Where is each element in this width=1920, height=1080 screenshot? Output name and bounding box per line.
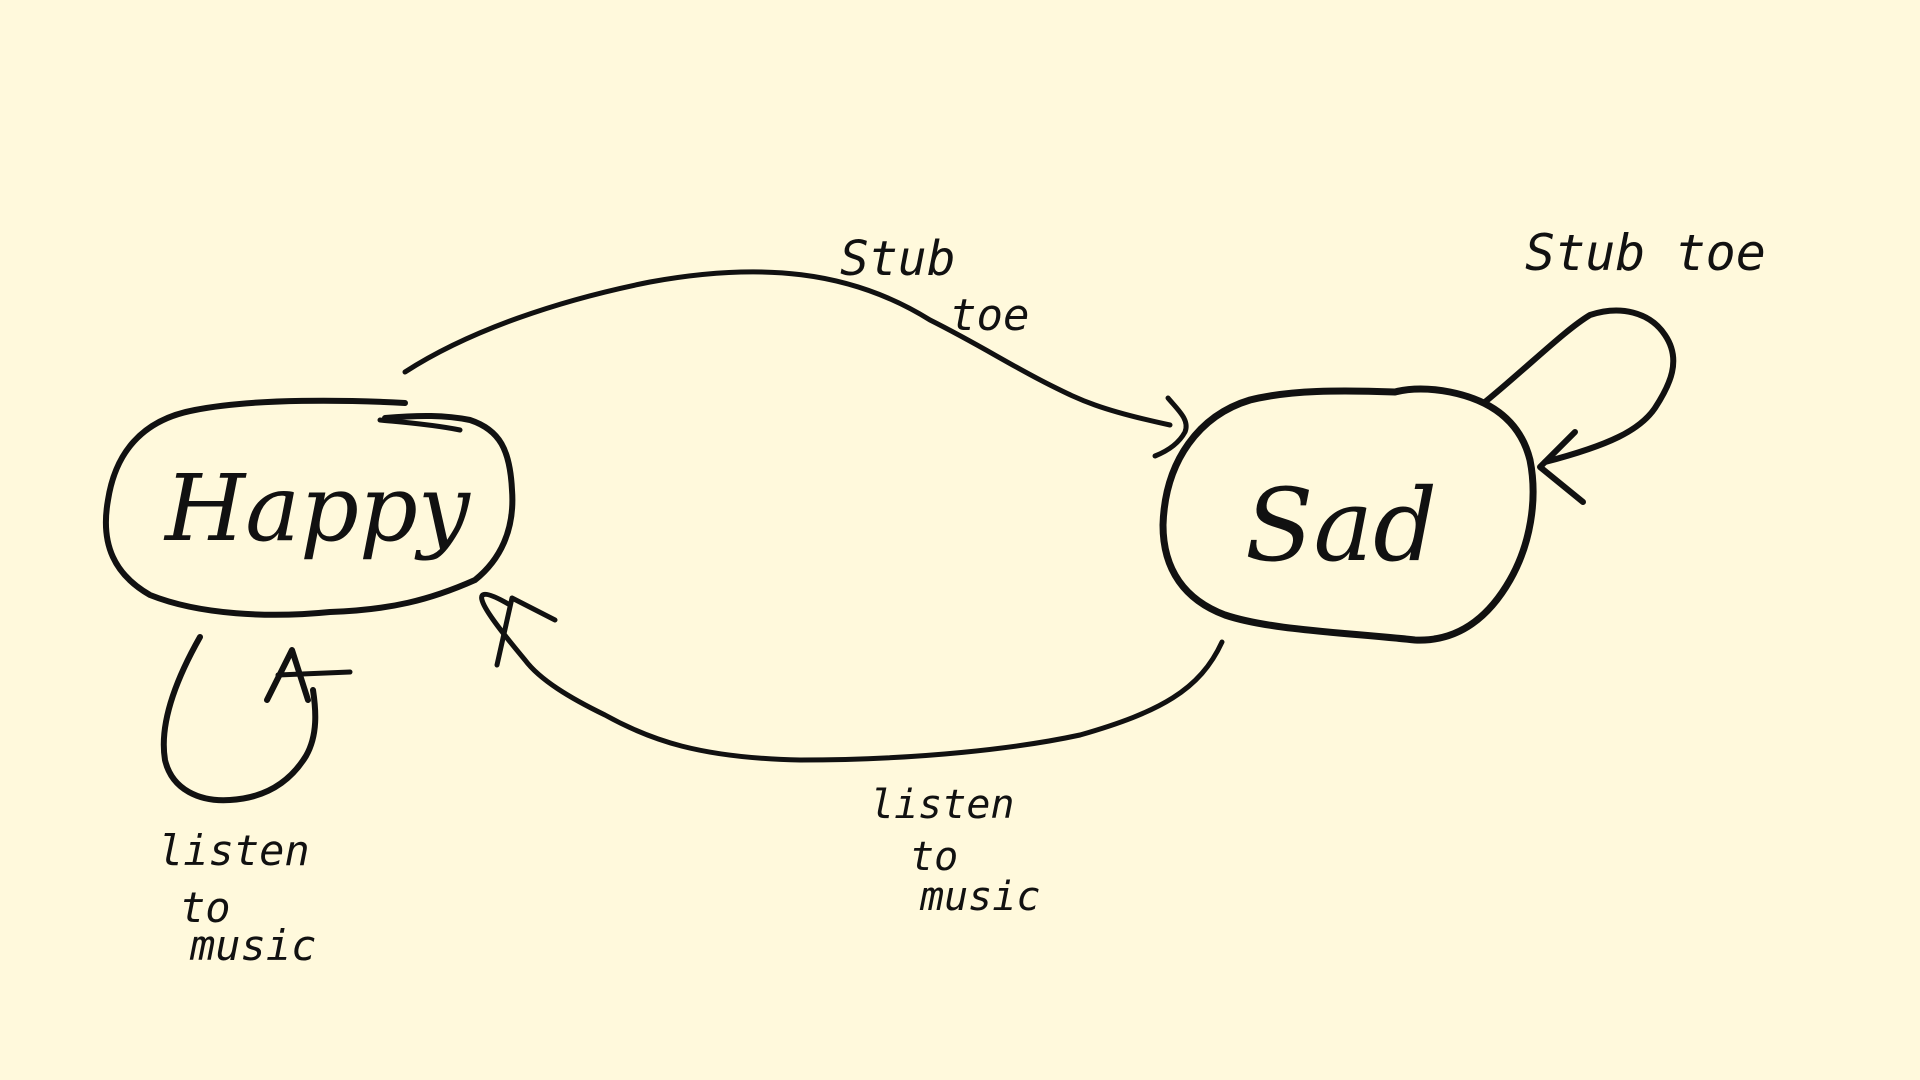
edge-happy-self-loop-arrow-bar	[275, 669, 353, 678]
node-happy-label: Happy	[163, 455, 471, 562]
edge-sad-to-happy-line	[479, 591, 1225, 763]
edge-happy-to-sad: Stub toe	[402, 231, 1189, 459]
edge-sad-to-happy-label-line2: to	[910, 834, 958, 880]
edge-happy-self-loop: listen to music	[158, 634, 353, 970]
edge-sad-to-happy-label-line1: listen	[870, 782, 1015, 828]
edge-happy-to-sad-label-line2: toe	[950, 290, 1029, 341]
edge-happy-self-loop-arrowhead	[264, 647, 311, 703]
node-sad: Sad	[1159, 385, 1537, 644]
edge-happy-self-loop-label-line2: to	[180, 883, 231, 932]
node-happy-outline	[102, 397, 516, 618]
edge-sad-to-happy-arrowhead	[494, 595, 558, 668]
node-happy: Happy	[102, 397, 516, 618]
edge-sad-self-loop-line	[1482, 307, 1677, 465]
node-sad-label: Sad	[1245, 467, 1437, 584]
edge-sad-to-happy: listen to music	[479, 591, 1225, 920]
edge-sad-self-loop: Stub toe	[1482, 224, 1766, 505]
edge-sad-to-happy-label-line3: music	[919, 874, 1040, 920]
edge-happy-to-sad-line	[402, 269, 1173, 428]
edge-sad-self-loop-label: Stub toe	[1525, 224, 1766, 282]
edge-happy-to-sad-label-line1: Stub	[840, 231, 956, 287]
edge-happy-self-loop-label-line3: music	[189, 921, 316, 970]
node-happy-outline-gap	[377, 417, 463, 433]
edge-happy-self-loop-label-line1: listen	[158, 826, 310, 875]
node-sad-outline	[1159, 385, 1537, 644]
edge-sad-self-loop-arrowhead	[1537, 429, 1586, 505]
edge-happy-to-sad-arrowhead	[1152, 395, 1189, 459]
edge-happy-self-loop-line	[160, 634, 319, 804]
